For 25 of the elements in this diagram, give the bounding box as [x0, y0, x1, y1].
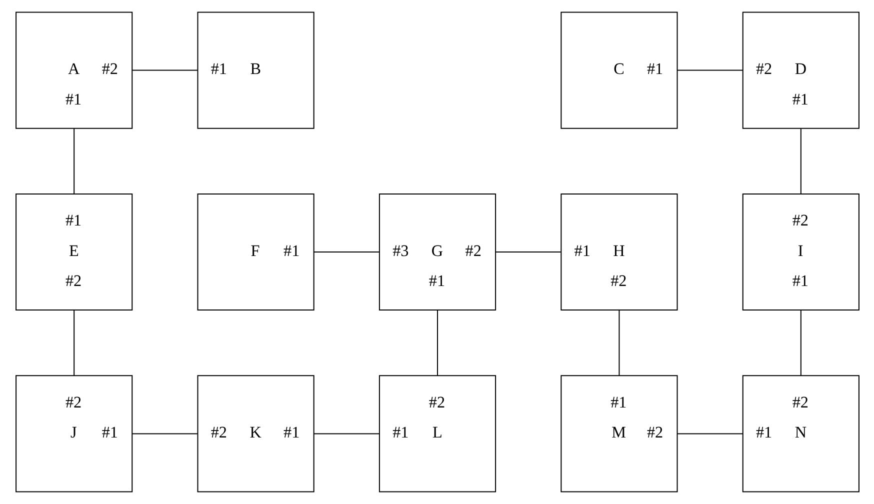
connector — [314, 433, 379, 434]
connector — [132, 70, 197, 71]
node-box: C #1 — [560, 12, 678, 129]
node-box: #2 I #1 — [742, 193, 859, 311]
node-box: #2 J #1 — [15, 375, 132, 492]
node-box: #2 D #1 — [742, 12, 859, 129]
node-box: A #2 #1 — [15, 12, 132, 129]
connector — [800, 310, 801, 376]
connector — [676, 433, 742, 434]
connector — [73, 310, 74, 376]
node-box: #2 #1 L — [378, 375, 496, 492]
node-box: #1 B — [196, 12, 314, 129]
connector — [676, 70, 742, 71]
node-box: #3 G #2 #1 — [378, 193, 496, 311]
connector — [132, 433, 197, 434]
connector — [436, 310, 438, 376]
connector — [618, 310, 620, 376]
node-box: #1 E #2 — [15, 193, 132, 311]
connector — [800, 128, 801, 194]
node-box: #1 M #2 — [560, 375, 678, 492]
node-box: F #1 — [196, 193, 314, 311]
node-box: #2 K #1 — [196, 375, 314, 492]
connector — [73, 128, 74, 194]
node-box: #1 H #2 — [560, 193, 678, 311]
node-box: #2 #1 N — [742, 375, 859, 492]
